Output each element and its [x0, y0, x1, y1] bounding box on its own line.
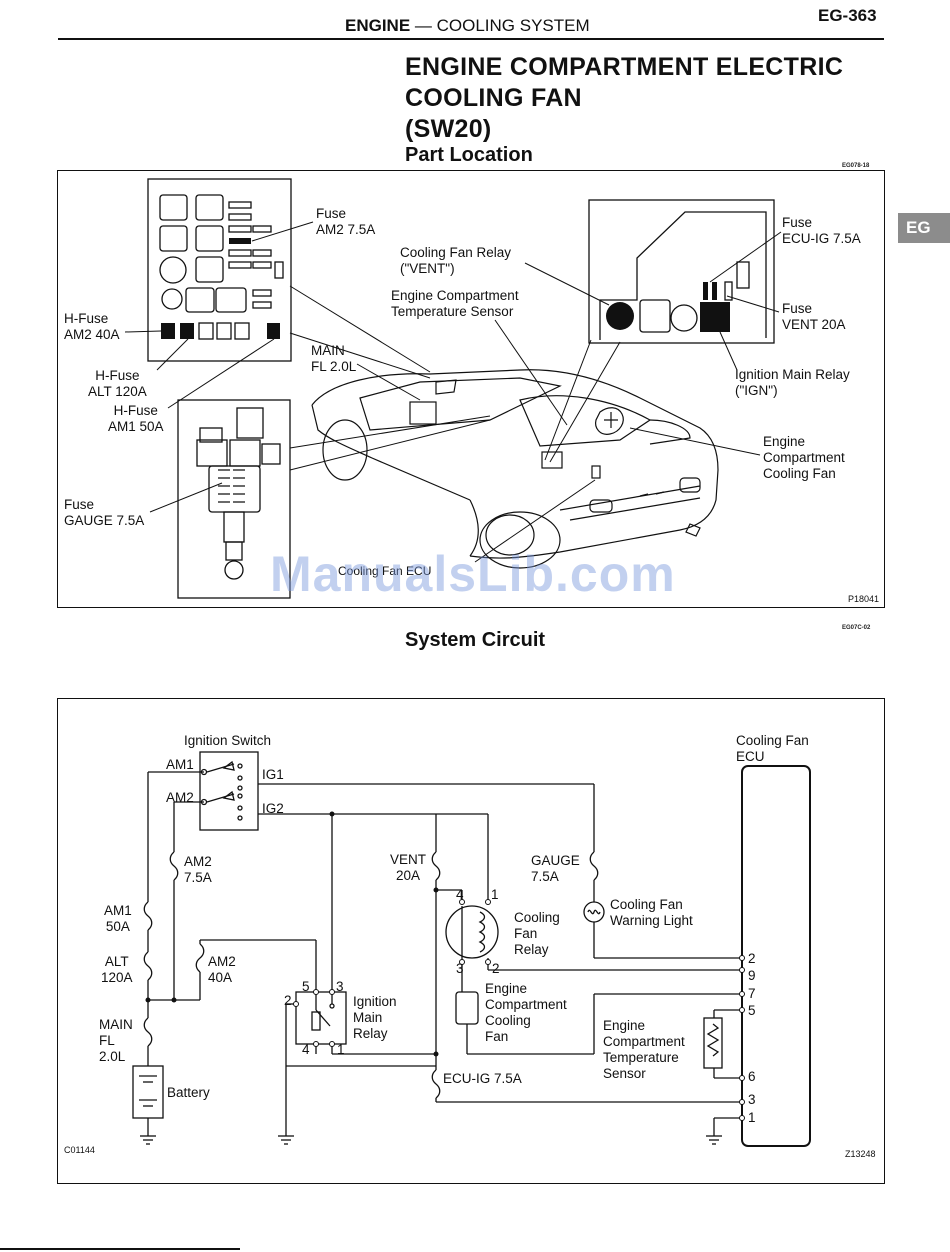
circuit-fan-relay-pin-3: 3	[456, 961, 464, 976]
label-temp-sensor: Engine Compartment Temperature Sensor	[391, 288, 519, 319]
title-line-1: ENGINE COMPARTMENT ELECTRIC	[405, 53, 844, 81]
circuit-fan-relay-pin-1: 1	[491, 887, 499, 902]
label-fuse-gauge: Fuse GAUGE 7.5A	[64, 497, 145, 528]
bottom-rule	[0, 1248, 240, 1250]
title-line-2: COOLING FAN	[405, 84, 582, 112]
header-rule	[58, 38, 884, 40]
ecu-pin-9: 9	[748, 968, 756, 983]
circuit-fan-relay-pin-2: 2	[492, 961, 500, 976]
label-cooling-fan: Engine Compartment Cooling Fan	[763, 434, 845, 481]
ecu-pin-3: 3	[748, 1092, 756, 1107]
system-circuit-panel	[57, 698, 885, 1184]
circuit-am2-fuse: AM2 7.5A	[184, 854, 212, 885]
section-header-rest: — COOLING SYSTEM	[410, 16, 590, 35]
circuit-am2-hfuse: AM2 40A	[208, 954, 236, 985]
circuit-gauge-fuse: GAUGE 7.5A	[531, 853, 580, 884]
system-circuit-heading: System Circuit	[405, 629, 546, 651]
circuit-ignition-switch: Ignition Switch	[184, 733, 272, 748]
circuit-relay-pin-3: 3	[336, 979, 344, 994]
circuit-ign-relay: Ignition Main Relay	[353, 994, 397, 1041]
circuit-am1-fuse: AM1 50A	[104, 903, 132, 934]
circuit-alt-fuse: ALT 120A	[101, 954, 133, 985]
part-location-code: EG078-18	[842, 163, 870, 169]
circuit-figure-left: C01144	[64, 1145, 95, 1155]
fuse-box-outline	[147, 178, 292, 362]
ecu-pin-5: 5	[748, 1003, 756, 1018]
circuit-am2: AM2	[166, 790, 194, 805]
circuit-warning-light: Cooling Fan Warning Light	[610, 897, 693, 928]
label-cooling-fan-relay: Cooling Fan Relay ("VENT")	[400, 245, 512, 276]
section-header-bold: ENGINE	[345, 16, 411, 35]
ecu-pin-6: 6	[748, 1069, 756, 1084]
circuit-temp-sensor: Engine Compartment Temperature Sensor	[603, 1018, 685, 1081]
label-fuse-vent: Fuse VENT 20A	[782, 301, 846, 332]
circuit-battery: Battery	[167, 1085, 210, 1100]
label-h-fuse-alt: H-Fuse ALT 120A	[88, 368, 147, 399]
circuit-relay-pin-5: 5	[302, 979, 310, 994]
circuit-vent-fuse: VENT 20A	[390, 852, 427, 883]
circuit-figure-right: Z13248	[845, 1149, 876, 1159]
section-tab: EG	[898, 213, 950, 243]
label-cooling-fan-ecu: Cooling Fan ECU	[338, 564, 432, 578]
circuit-relay-pin-2: 2	[284, 993, 292, 1008]
circuit-ig1: IG1	[262, 767, 284, 782]
section-header: ENGINE — COOLING SYSTEM	[345, 16, 590, 36]
circuit-ig2: IG2	[262, 801, 284, 816]
label-h-fuse-am1: H-Fuse AM1 50A	[108, 403, 164, 434]
page-number: EG-363	[818, 6, 877, 25]
title-line-3: (SW20)	[405, 115, 492, 143]
circuit-fan-relay-pin-4: 4	[456, 887, 464, 902]
part-location-heading: Part Location	[405, 144, 533, 166]
label-h-fuse-am2: H-Fuse AM2 40A	[64, 311, 120, 342]
label-ignition-main-relay: Ignition Main Relay ("IGN")	[735, 367, 850, 398]
circuit-relay-pin-4: 4	[302, 1042, 310, 1057]
circuit-ecu-ig: ECU-IG 7.5A	[443, 1071, 522, 1086]
circuit-am1: AM1	[166, 757, 194, 772]
page-title: ENGINE COMPARTMENT ELECTRIC COOLING FAN …	[405, 52, 843, 145]
circuit-relay-pin-1: 1	[337, 1042, 345, 1057]
part-location-panel	[57, 170, 885, 608]
circuit-main-fuse: MAIN FL 2.0L	[99, 1017, 133, 1064]
watermark: ManualsLib.com	[270, 546, 676, 602]
system-circuit-code: EG07C-02	[842, 625, 871, 631]
ignition-switch-box	[199, 751, 259, 831]
ecu-pin-1: 1	[748, 1110, 756, 1125]
ecu-pin-2: 2	[748, 951, 756, 966]
label-fuse-am2: Fuse AM2 7.5A	[316, 206, 376, 237]
circuit-ecu: Cooling Fan ECU	[736, 733, 809, 764]
circuit-fan-relay: Cooling Fan Relay	[514, 910, 560, 957]
ecu-pin-7: 7	[748, 986, 756, 1001]
circuit-fan-motor: Engine Compartment Cooling Fan	[485, 981, 567, 1044]
label-main-fl: MAIN FL 2.0L	[311, 343, 357, 374]
label-fuse-ecu-ig: Fuse ECU-IG 7.5A	[782, 215, 861, 246]
part-location-figure-id: P18041	[848, 594, 880, 604]
